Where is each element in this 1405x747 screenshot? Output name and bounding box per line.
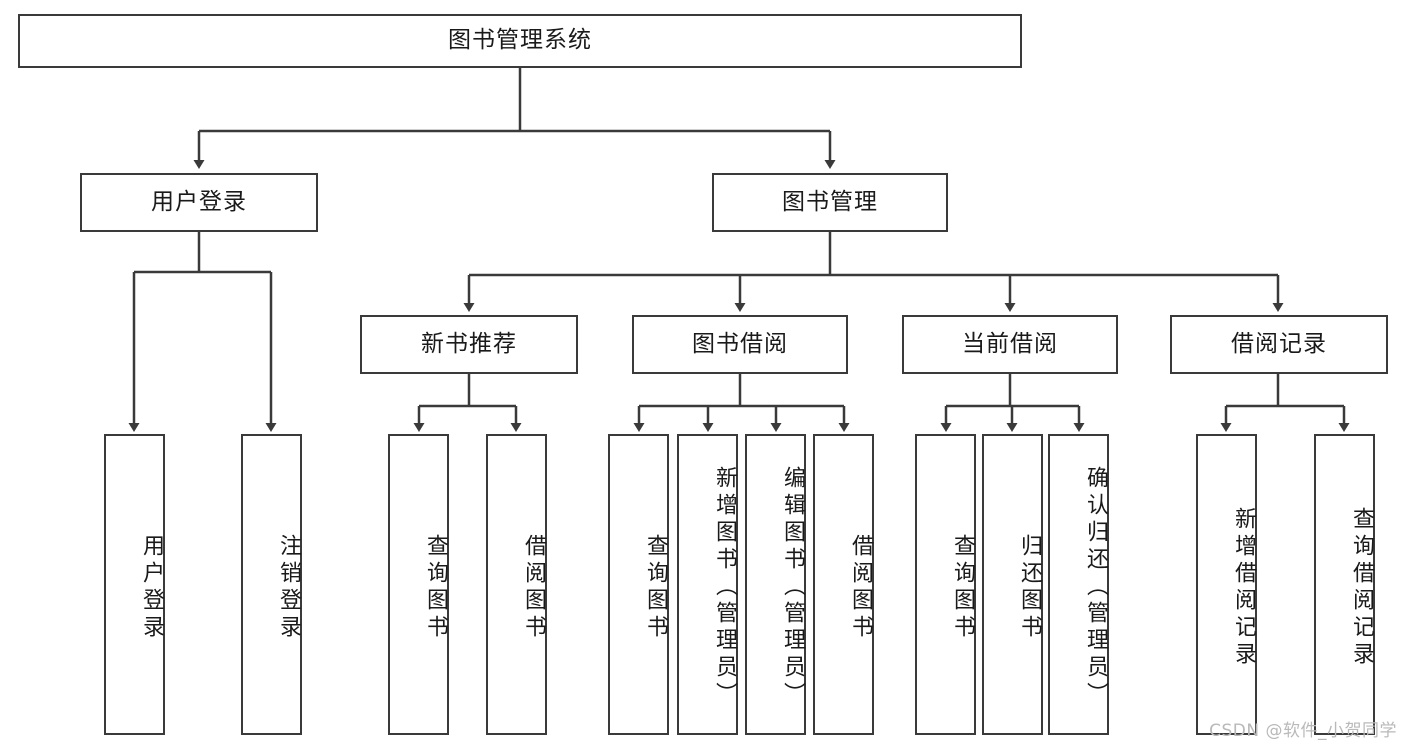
node-root-system[interactable]: 图书管理系统 <box>18 14 1022 68</box>
watermark-text: CSDN @软件_小贺同学 <box>1209 721 1397 741</box>
node-current-borrow[interactable]: 当前借阅 <box>902 315 1118 374</box>
node-label: 确认归还（管理员） <box>1083 466 1108 709</box>
leaf-current-return-book[interactable]: 归还图书 <box>982 434 1043 735</box>
node-label: 查询图书 <box>950 533 975 642</box>
leaf-record-query-record[interactable]: 查询借阅记录 <box>1314 434 1375 735</box>
node-label: 用户登录 <box>139 533 164 642</box>
leaf-borrow-query-book[interactable]: 查询图书 <box>608 434 669 735</box>
leaf-borrow-borrow-book[interactable]: 借阅图书 <box>813 434 874 735</box>
node-label: 借阅图书 <box>521 533 546 642</box>
leaf-user-login-login[interactable]: 用户登录 <box>104 434 165 735</box>
node-label: 新书推荐 <box>421 330 517 357</box>
leaf-borrow-add-book-admin[interactable]: 新增图书（管理员） <box>677 434 738 735</box>
node-label: 查询图书 <box>643 533 668 642</box>
node-label: 注销登录 <box>276 533 301 642</box>
node-label: 归还图书 <box>1017 533 1042 642</box>
node-label: 编辑图书（管理员） <box>780 466 805 709</box>
node-new-book-recommend[interactable]: 新书推荐 <box>360 315 578 374</box>
leaf-record-add-record[interactable]: 新增借阅记录 <box>1196 434 1257 735</box>
node-book-management[interactable]: 图书管理 <box>712 173 948 232</box>
node-label: 借阅记录 <box>1231 330 1327 357</box>
node-label: 新增图书（管理员） <box>712 466 737 709</box>
node-label: 新增借阅记录 <box>1231 506 1256 669</box>
node-label: 图书管理 <box>782 188 878 215</box>
node-label: 查询借阅记录 <box>1349 506 1374 669</box>
leaf-new-book-query[interactable]: 查询图书 <box>388 434 449 735</box>
node-label: 图书管理系统 <box>448 27 592 54</box>
leaf-current-confirm-return-admin[interactable]: 确认归还（管理员） <box>1048 434 1109 735</box>
node-label: 借阅图书 <box>848 533 873 642</box>
node-borrow-record[interactable]: 借阅记录 <box>1170 315 1388 374</box>
node-label: 查询图书 <box>423 533 448 642</box>
node-book-borrow[interactable]: 图书借阅 <box>632 315 848 374</box>
leaf-borrow-edit-book-admin[interactable]: 编辑图书（管理员） <box>745 434 806 735</box>
node-user-login[interactable]: 用户登录 <box>80 173 318 232</box>
leaf-new-book-borrow[interactable]: 借阅图书 <box>486 434 547 735</box>
leaf-user-login-logout[interactable]: 注销登录 <box>241 434 302 735</box>
node-label: 用户登录 <box>151 188 247 215</box>
leaf-current-query-book[interactable]: 查询图书 <box>915 434 976 735</box>
node-label: 图书借阅 <box>692 330 788 357</box>
node-label: 当前借阅 <box>962 330 1058 357</box>
